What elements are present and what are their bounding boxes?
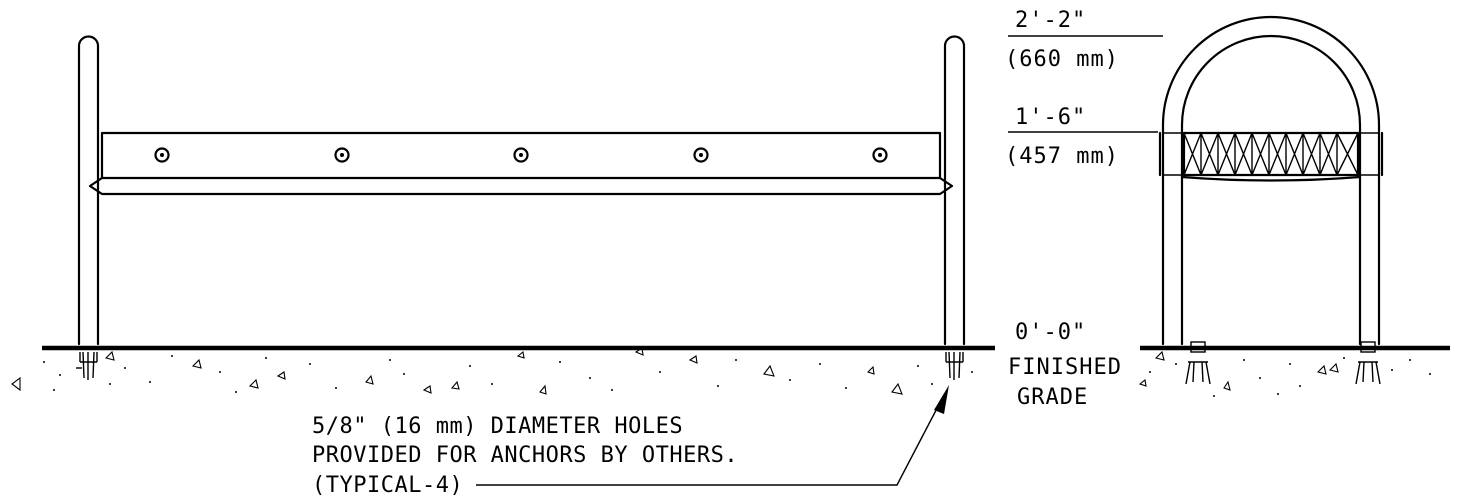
callout-line-2: PROVIDED FOR ANCHORS BY OTHERS.: [312, 443, 738, 468]
horizontal-bar: [88, 131, 954, 196]
bolt-icon: [872, 147, 888, 163]
hoop-inner: [1180, 34, 1362, 346]
elevation-labels: 2'-2" (660 mm) 1'-6" (457 mm) 0'-0" FINI…: [1005, 8, 1163, 410]
side-elevation: [1138, 15, 1450, 397]
anchor-icon: [76, 351, 98, 380]
top-height-imperial: 2'-2": [1015, 8, 1086, 33]
concrete-hatch-side: [1138, 350, 1431, 397]
bar-height-metric: (457 mm): [1005, 144, 1119, 169]
hoop-outer: [1161, 15, 1381, 346]
anchor-icon: [1185, 341, 1211, 385]
front-elevation: [11, 35, 995, 395]
callout-line-1: 5/8" (16 mm) DIAMETER HOLES: [312, 414, 683, 439]
arrowhead-icon: [934, 385, 949, 414]
callout-leader-line: [476, 394, 945, 486]
bolt-icon: [154, 147, 170, 163]
right-post: [943, 35, 966, 346]
left-post: [77, 35, 100, 346]
bolt-icon: [693, 147, 709, 163]
lattice-cross-section: [1158, 131, 1384, 182]
bar-height-imperial: 1'-6": [1015, 105, 1086, 130]
bolt-icons: [154, 147, 888, 163]
grade-elevation-imperial: 0'-0": [1015, 320, 1086, 345]
bolt-icon: [513, 147, 529, 163]
anchor-hole-callout: 5/8" (16 mm) DIAMETER HOLES PROVIDED FOR…: [312, 385, 949, 498]
anchor-icon: [1355, 341, 1381, 385]
top-height-metric: (660 mm): [1005, 47, 1119, 72]
concrete-hatch: [11, 347, 973, 395]
anchor-icon: [945, 351, 964, 380]
bolt-icon: [334, 147, 350, 163]
callout-line-3: (TYPICAL-4): [312, 473, 463, 498]
grade-label-line1: FINISHED: [1008, 355, 1122, 380]
grade-label-line2: GRADE: [1017, 385, 1088, 410]
